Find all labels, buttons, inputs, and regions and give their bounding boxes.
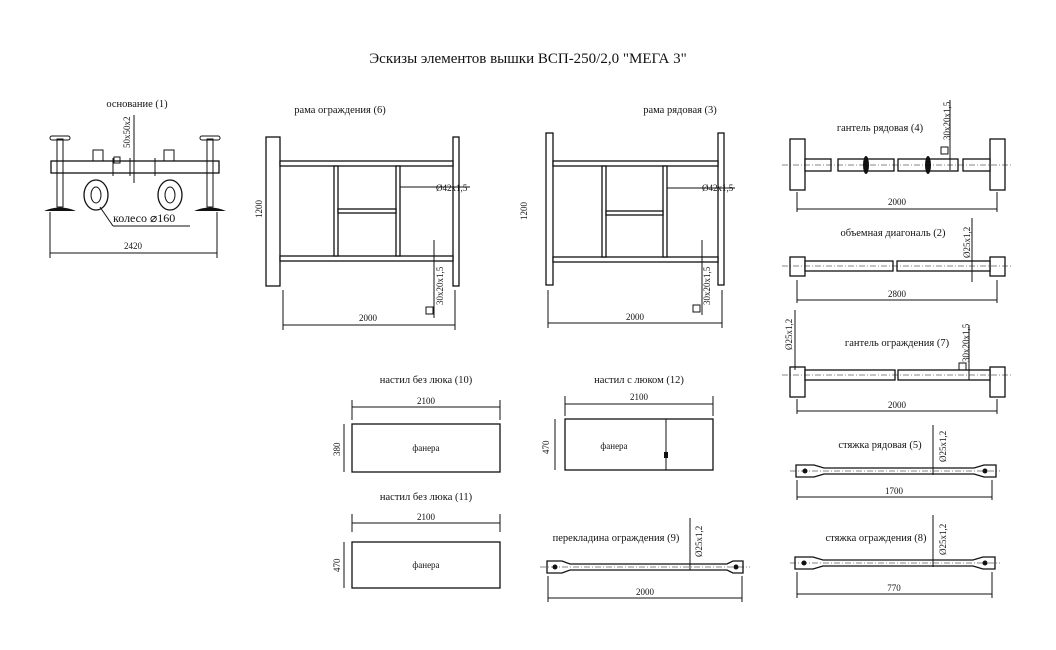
base-label: основание (1) — [106, 99, 168, 110]
guard-frame-profile: 30x20x1,5 — [435, 266, 445, 305]
guard-frame-sketch: рама ограждения (6) Ø42x1,5 30x20x1,5 12… — [254, 105, 470, 330]
guard-dumbbell-sketch: гантель ограждения (7) 30x20x1,5 Ø25x1,2… — [782, 310, 1012, 414]
row-dumbbell-label: гантель рядовая (4) — [837, 123, 924, 134]
deck-10-width: 380 — [332, 442, 342, 456]
deck-10-sketch: настил без люка (10) 2100 фанера 380 — [332, 375, 501, 473]
guard-tie-length: 770 — [887, 583, 901, 593]
row-frame-label: рама рядовая (3) — [643, 105, 717, 116]
sheet-title: Эскизы элементов вышки ВСП-250/2,0 "МЕГА… — [369, 51, 686, 67]
guard-tie-pipe: Ø25x1,2 — [938, 524, 948, 555]
row-dumbbell-profile: 30x20x1,5 — [942, 101, 952, 140]
volume-diagonal-length: 2800 — [888, 289, 907, 299]
row-tie-length: 1700 — [885, 486, 904, 496]
guard-dumbbell-length: 2000 — [888, 400, 907, 410]
guard-crossbar-sketch: перекладина ограждения (9) Ø25x1,2 2000 — [540, 518, 750, 602]
row-dumbbell-sketch: гантель рядовая (4) 30x20x1,5 2000 — [782, 100, 1012, 212]
row-frame-pipe: Ø42x1,5 — [702, 183, 734, 193]
guard-dumbbell-label: гантель ограждения (7) — [845, 338, 950, 349]
guard-frame-label: рама ограждения (6) — [294, 105, 386, 116]
row-tie-pipe: Ø25x1,2 — [938, 431, 948, 462]
deck-11-label: настил без люка (11) — [380, 492, 473, 503]
base-profile: 50x50x2 — [122, 117, 132, 149]
guard-dumbbell-pipe: Ø25x1,2 — [784, 319, 794, 350]
guard-tie-label: стяжка ограждения (8) — [825, 533, 927, 544]
deck-12-sketch: настил с люком (12) 2100 фанера 470 — [541, 375, 714, 471]
deck-12-length: 2100 — [630, 392, 649, 402]
wheel-label: колесо ⌀160 — [113, 211, 175, 225]
deck-11-material: фанера — [412, 560, 439, 570]
volume-diagonal-sketch: объемная диагональ (2) Ø25x1,2 2800 — [782, 218, 1012, 303]
guard-crossbar-length: 2000 — [636, 587, 655, 597]
guard-crossbar-label: перекладина ограждения (9) — [553, 533, 680, 544]
deck-11-width: 470 — [332, 558, 342, 572]
guard-frame-height: 1200 — [254, 200, 264, 219]
row-tie-sketch: стяжка рядовая (5) Ø25x1,2 1700 — [790, 425, 1000, 500]
guard-crossbar-pipe: Ø25x1,2 — [694, 526, 704, 557]
base-sketch: основание (1) 50x50x2 колесо ⌀160 2420 — [44, 99, 226, 258]
volume-diagonal-pipe: Ø25x1,2 — [962, 227, 972, 258]
row-dumbbell-length: 2000 — [888, 197, 907, 207]
deck-10-material: фанера — [412, 443, 439, 453]
row-tie-label: стяжка рядовая (5) — [838, 440, 922, 451]
deck-12-label: настил с люком (12) — [594, 375, 684, 386]
guard-dumbbell-profile: 30x20x1,5 — [961, 323, 971, 362]
row-frame-sketch: рама рядовая (3) Ø42x1,5 30x20x1,5 1200 … — [519, 105, 735, 328]
row-frame-height: 1200 — [519, 202, 529, 221]
row-frame-profile: 30x20x1,5 — [702, 266, 712, 305]
guard-frame-pipe: Ø42x1,5 — [436, 183, 468, 193]
row-frame-length: 2000 — [626, 312, 645, 322]
base-length: 2420 — [124, 241, 143, 251]
deck-12-width: 470 — [541, 440, 551, 454]
guard-tie-sketch: стяжка ограждения (8) Ø25x1,2 770 — [790, 515, 1000, 598]
deck-11-sketch: настил без люка (11) 2100 фанера 470 — [332, 492, 501, 589]
deck-11-length: 2100 — [417, 512, 436, 522]
volume-diagonal-label: объемная диагональ (2) — [841, 228, 946, 239]
deck-12-material: фанера — [600, 441, 627, 451]
deck-10-label: настил без люка (10) — [380, 375, 473, 386]
deck-10-length: 2100 — [417, 396, 436, 406]
guard-frame-length: 2000 — [359, 313, 378, 323]
